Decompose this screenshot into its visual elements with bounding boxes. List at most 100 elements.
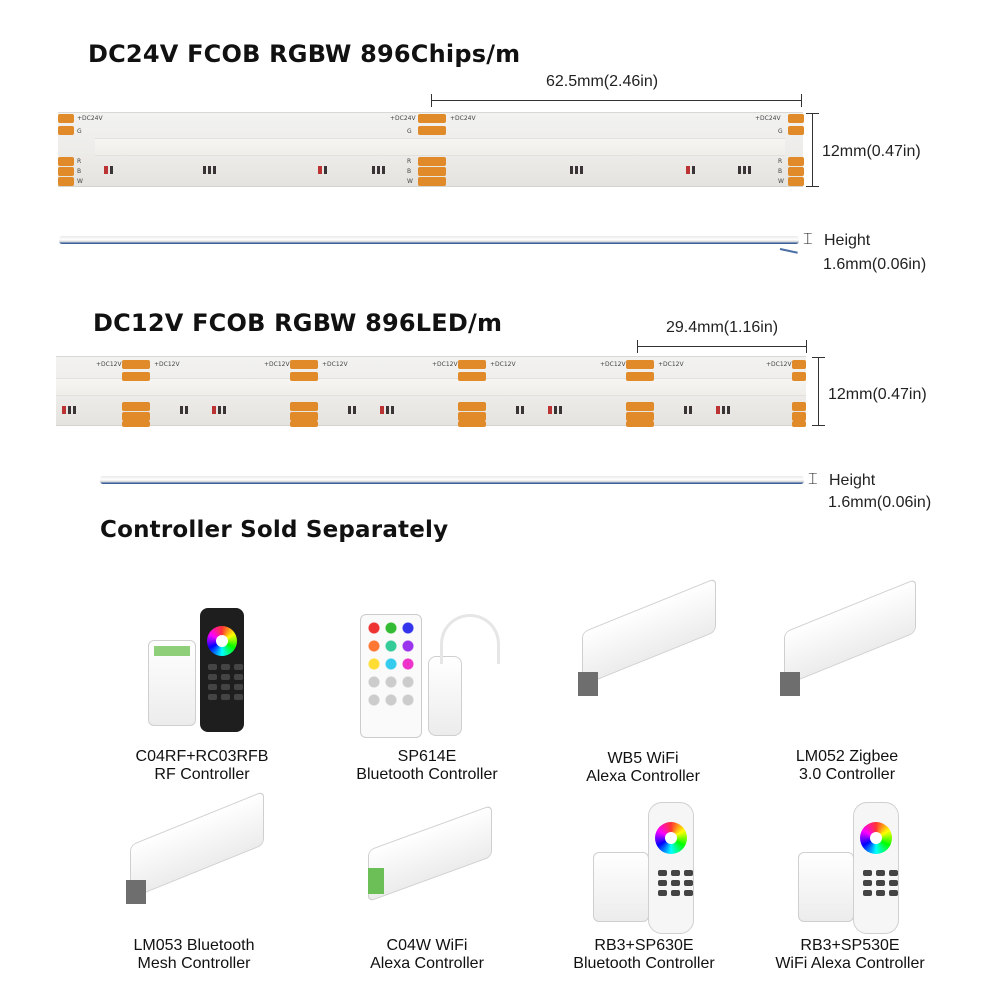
- strip24-side-profile-tail: [779, 248, 798, 254]
- controller-2-name: SP614E: [397, 748, 457, 765]
- controller-6-name: C04W WiFi: [386, 937, 468, 954]
- strip24-cut-dimension-line: [431, 100, 801, 101]
- strip24-pad-vplus-right: [788, 114, 804, 123]
- strip12-pad-w-1: [122, 421, 150, 427]
- strip12-pad-label-voltage-3l: +DC12V: [432, 361, 458, 368]
- strip12-cut-tick-right: [806, 340, 807, 353]
- strip12-pad-label-voltage-1l: +DC12V: [96, 361, 122, 368]
- strip24-cut-tick-right: [801, 94, 802, 107]
- controller-7-name: RB3+SP630E: [594, 937, 694, 954]
- strip12-pad-w-2: [290, 421, 318, 427]
- strip24-pad-g-left: [58, 126, 74, 135]
- strip24-width-tick-bottom: [806, 186, 819, 187]
- strip24-pad-vplus-mid: [418, 114, 446, 123]
- c04rf-terminal: [154, 646, 190, 656]
- rb3-remote-2-button-grid: [863, 870, 898, 896]
- strip24-pad-label-r-mid: R: [407, 158, 412, 165]
- strip12-width-tick-top: [812, 357, 825, 358]
- strip24-pad-w-mid: [418, 177, 446, 186]
- strip24-pad-b-mid: [418, 167, 446, 176]
- strip24-pad-label-g-left: G: [77, 128, 82, 135]
- controller-4-name: LM052 Zigbee: [795, 748, 899, 765]
- strip24-component-1: [104, 166, 113, 174]
- strip12-pad-r-end: [792, 402, 806, 411]
- strip24-pad-label-b-left: B: [77, 168, 82, 175]
- strip24-component-6: [686, 166, 695, 174]
- strip24-pad-label-w-right: W: [778, 178, 784, 185]
- strip12-cob-band: [56, 378, 806, 396]
- strip12-cut-length-label: 29.4mm(1.16in): [666, 319, 779, 336]
- strip12-component-2: [180, 406, 188, 414]
- strip12-component-3: [212, 406, 226, 414]
- strip24-pad-b-left: [58, 167, 74, 176]
- strip12-pad-vplus-3: [458, 360, 486, 369]
- wb5-terminal: [578, 672, 598, 696]
- controller-3-type: Alexa Controller: [586, 768, 700, 785]
- strip24-component-4: [372, 166, 385, 174]
- strip24-pad-label-g-right: G: [778, 128, 783, 135]
- strip12-pad-r-3: [458, 402, 486, 411]
- strip12-pad-vplus-end: [792, 360, 806, 369]
- strip12-pad-g-2: [290, 372, 318, 381]
- lm053-controller: [130, 790, 264, 899]
- strip12-pad-g-4: [626, 372, 654, 381]
- strip12-pad-r-1: [122, 402, 150, 411]
- strip12-component-9: [716, 406, 730, 414]
- strip12-pad-vplus-4: [626, 360, 654, 369]
- strip12-pad-w-end: [792, 421, 806, 427]
- controller-6-type: Alexa Controller: [370, 955, 484, 972]
- strip24-pad-b-right: [788, 167, 804, 176]
- strip24-component-7: [738, 166, 751, 174]
- sp530e-receiver: [798, 852, 854, 922]
- strip12-width-dimension-line: [818, 357, 819, 426]
- strip24-height-marker: ⌶: [803, 231, 813, 248]
- strip24-pad-label-voltage-mid-l: +DC24V: [390, 115, 416, 122]
- strip24-cut-length-label: 62.5mm(2.46in): [546, 73, 659, 90]
- strip24-pad-g-right: [788, 126, 804, 135]
- strip12-width-tick-bottom: [812, 425, 825, 426]
- sp614e-color-buttons-icon: [366, 620, 416, 708]
- strip24-cob-band: [95, 138, 785, 156]
- controller-8-name: RB3+SP530E: [800, 937, 900, 954]
- strip24-pad-label-r-left: R: [77, 158, 82, 165]
- strip12-height-label: Height: [829, 472, 876, 489]
- controller-4-type: 3.0 Controller: [798, 766, 896, 783]
- lm053-terminal: [126, 880, 146, 904]
- controller-2-type: Bluetooth Controller: [356, 766, 498, 783]
- sp614e-cable: [440, 614, 500, 664]
- strip12-component-5: [380, 406, 394, 414]
- strip12-pad-vplus-2: [290, 360, 318, 369]
- strip24-pad-label-w-left: W: [77, 178, 83, 185]
- rc03rfb-color-wheel-icon: [207, 626, 237, 656]
- strip24-height-value: 1.6mm(0.06in): [823, 256, 927, 273]
- strip12-pad-g-1: [122, 372, 150, 381]
- c04w-controller: [368, 804, 492, 902]
- strip12-component-6: [516, 406, 524, 414]
- strip24-pad-label-w-mid: W: [407, 178, 413, 185]
- strip12-pad-b-3: [458, 412, 486, 421]
- lm052-terminal: [780, 672, 800, 696]
- strip12-title: DC12V FCOB RGBW 896LED/m: [93, 309, 503, 337]
- strip12-pad-w-3: [458, 421, 486, 427]
- strip24-pad-g-mid: [418, 126, 446, 135]
- strip24-width-label: 12mm(0.47in): [822, 143, 921, 160]
- strip24-pad-label-g-mid: G: [407, 128, 412, 135]
- strip12-cut-tick-left: [637, 340, 638, 353]
- strip24-pad-w-right: [788, 177, 804, 186]
- lm052-controller: [784, 578, 916, 686]
- strip12-pad-b-1: [122, 412, 150, 421]
- wb5-controller: [582, 577, 716, 686]
- controller-7-type: Bluetooth Controller: [573, 955, 715, 972]
- rb3-remote-1-color-wheel-icon: [655, 822, 687, 854]
- strip12-pad-label-voltage-2l: +DC12V: [264, 361, 290, 368]
- strip24-component-3: [318, 166, 327, 174]
- strip12-pad-vplus-1: [122, 360, 150, 369]
- strip12-height-value: 1.6mm(0.06in): [828, 494, 932, 511]
- strip12-pad-g-end: [792, 372, 806, 381]
- controller-3-name: WB5 WiFi: [607, 750, 679, 767]
